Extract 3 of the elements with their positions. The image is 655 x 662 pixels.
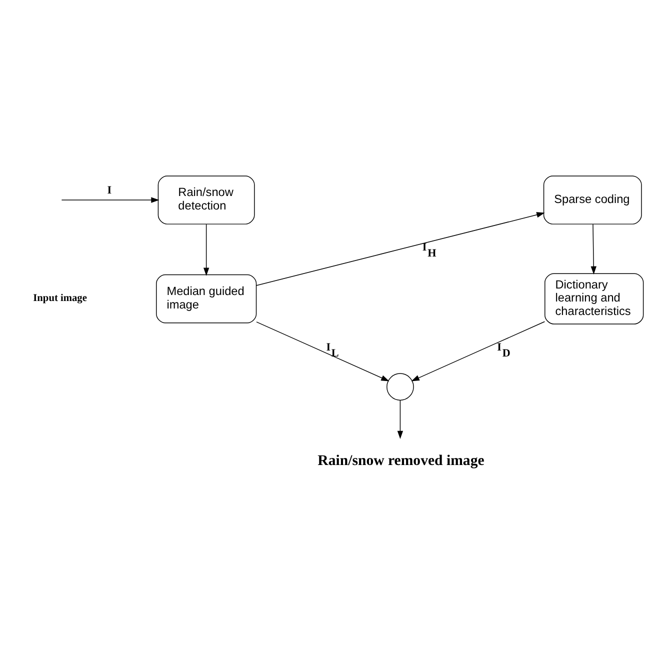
node-text: Rain/snow removed image [318, 452, 484, 469]
label: Input image [33, 292, 87, 304]
edge-label: I [107, 184, 112, 196]
